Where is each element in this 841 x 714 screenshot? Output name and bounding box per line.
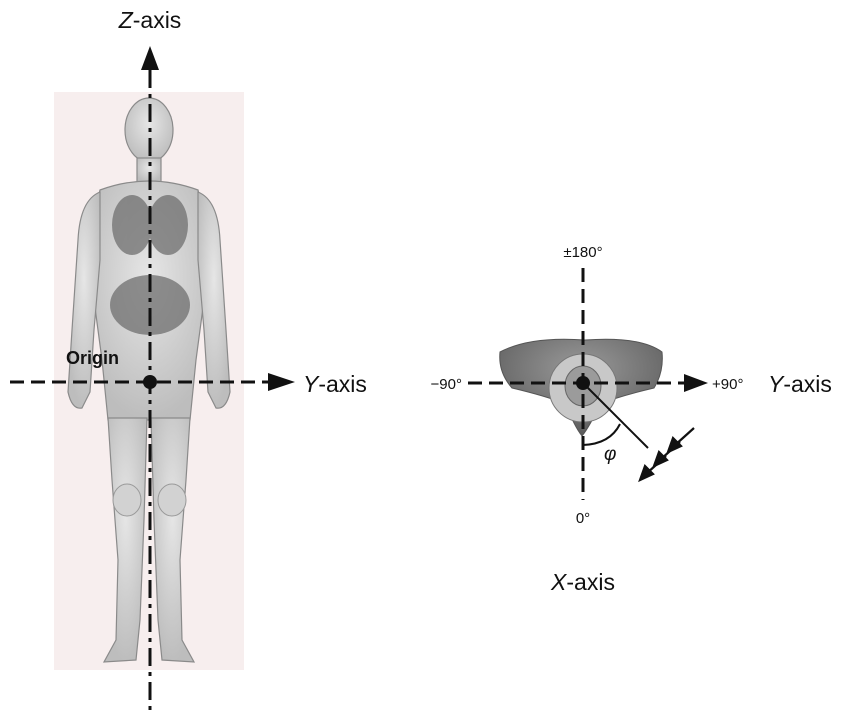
angle-label-left: −90° — [431, 376, 462, 393]
z-axis-label: Z-axis — [118, 7, 182, 33]
origin-point — [143, 375, 157, 389]
lung-right — [148, 195, 188, 255]
y-axis-arrowhead-right — [684, 374, 708, 392]
incident-arrows — [640, 428, 694, 480]
phi-label: φ — [604, 444, 616, 465]
y-axis-arrowhead-left — [268, 373, 295, 391]
angle-label-bottom: 0° — [576, 510, 590, 527]
origin-label: Origin — [66, 348, 119, 368]
lung-left — [112, 195, 152, 255]
angle-label-right: +90° — [712, 376, 743, 393]
x-axis-label: X-axis — [550, 569, 615, 595]
z-axis-arrowhead — [141, 46, 159, 70]
angle-label-top: ±180° — [563, 244, 602, 261]
y-axis-label-left: Y-axis — [303, 371, 367, 397]
y-axis-label-right: Y-axis — [768, 371, 832, 397]
